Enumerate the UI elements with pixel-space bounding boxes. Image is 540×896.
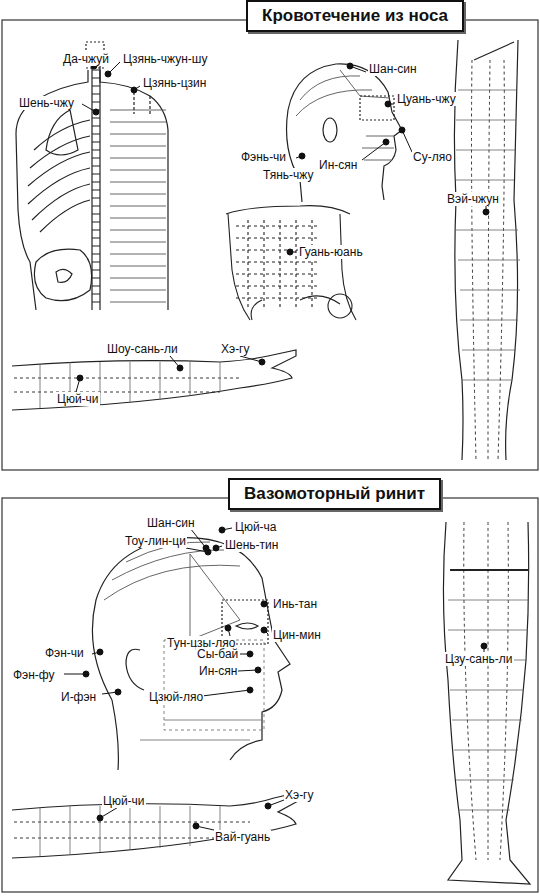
point-label: Сы-бай xyxy=(196,647,239,661)
abdomen-grid-part xyxy=(226,206,350,214)
leg-figure-part xyxy=(443,522,530,884)
point-label: Вэй-чжун xyxy=(446,192,500,206)
point-label: Цзянь-цзин xyxy=(142,76,207,90)
abdomen-grid-part xyxy=(328,294,352,318)
abdomen-grid xyxy=(226,206,356,320)
point-label: Хэ-гу xyxy=(284,788,315,802)
head-profile-part xyxy=(300,180,302,202)
panel-frame xyxy=(2,20,538,892)
point-label: Цзюй-ляо xyxy=(148,690,204,704)
acupoint-dots-part xyxy=(76,62,486,392)
back-figure-part xyxy=(16,70,88,310)
title-box: Кровотечение из носа xyxy=(246,0,464,32)
point-label: Шоу-сань-ли xyxy=(106,342,179,356)
abdomen-grid-part xyxy=(248,220,312,310)
head-profile-part xyxy=(296,70,390,116)
leg-figure-part xyxy=(456,90,520,380)
abdomen-grid-part xyxy=(236,226,320,298)
leg-figure-part xyxy=(474,42,514,60)
point-label: Шан-син xyxy=(368,62,418,76)
head-profile-part xyxy=(92,538,290,760)
section-title: Вазомоторный ринит xyxy=(244,484,425,504)
point-label: Цин-мин xyxy=(272,628,322,642)
point-label: Цуань-чжу xyxy=(396,92,457,106)
point-label: Ин-сян xyxy=(198,664,238,678)
abdomen-grid-part xyxy=(251,296,340,320)
leg-figure xyxy=(443,522,530,884)
arm-figure xyxy=(12,350,296,410)
back-figure-part xyxy=(28,120,90,232)
leg-figure-part xyxy=(464,522,509,860)
head-profile-part xyxy=(360,96,394,120)
acupoint-dots xyxy=(64,62,489,830)
point-label: Ин-сян xyxy=(318,158,358,172)
head-profile-part xyxy=(323,118,337,142)
point-label: Да-чжуй xyxy=(62,52,110,66)
head-profile xyxy=(92,538,290,770)
arm-figure xyxy=(12,792,300,858)
back-figure-part xyxy=(56,269,72,282)
point-label: Инь-тан xyxy=(272,597,318,611)
point-label: Тоу-лин-ци xyxy=(124,534,187,548)
acupoint-dots-part xyxy=(64,528,484,830)
section-title: Кровотечение из носа xyxy=(262,6,448,26)
point-label: Шень-чжу xyxy=(18,96,75,110)
point-label: И-фэн xyxy=(60,690,97,704)
head-profile-part xyxy=(112,700,118,770)
point-label: Цюй-чи xyxy=(102,794,146,808)
point-label: Гуань-юань xyxy=(298,245,364,259)
point-label: Цзянь-чжун-шу xyxy=(122,52,208,66)
arm-figure-part xyxy=(40,806,220,856)
arm-figure-part xyxy=(12,792,300,858)
point-label: Фэнь-чи xyxy=(240,150,287,164)
back-figure-part xyxy=(110,110,166,302)
panel-frame-part xyxy=(2,20,538,470)
point-label: Тянь-чжу xyxy=(262,168,314,182)
back-figure-part xyxy=(34,249,91,300)
leg-figure-part xyxy=(448,600,528,810)
point-label: Фэн-фу xyxy=(12,668,56,682)
back-figure-part xyxy=(46,110,78,155)
leg-figure-part xyxy=(450,569,528,571)
head-profile-part xyxy=(190,554,240,640)
head-profile-part xyxy=(126,649,144,690)
point-label: Су-ляо xyxy=(412,150,453,164)
point-label: Фэн-чи xyxy=(44,646,85,660)
point-label: Шень-тин xyxy=(224,538,279,552)
arm-figure-part xyxy=(12,350,296,410)
arm-figure-part xyxy=(14,378,240,392)
point-label: Цзу-сань-ли xyxy=(444,652,514,666)
head-profile-part xyxy=(104,542,240,600)
arm-figure-part xyxy=(40,362,220,408)
leg-figure-part xyxy=(506,40,518,460)
point-label: Шан-син xyxy=(146,516,196,530)
back-figure-part xyxy=(100,70,168,310)
abdomen-grid-part xyxy=(340,214,356,320)
point-label: Цюй-чи xyxy=(56,392,100,406)
panel-frame-part xyxy=(2,498,538,892)
point-label: Вай-гуань xyxy=(214,830,271,844)
back-figure-part xyxy=(134,92,150,114)
leg-figure xyxy=(454,40,520,460)
title-box: Вазомоторный ринит xyxy=(228,478,441,510)
point-label: Цюй-ча xyxy=(234,520,278,534)
abdomen-grid-part xyxy=(228,214,250,320)
point-label: Хэ-гу xyxy=(220,342,251,356)
head-profile-part xyxy=(236,623,258,629)
back-figure-part xyxy=(92,70,100,302)
